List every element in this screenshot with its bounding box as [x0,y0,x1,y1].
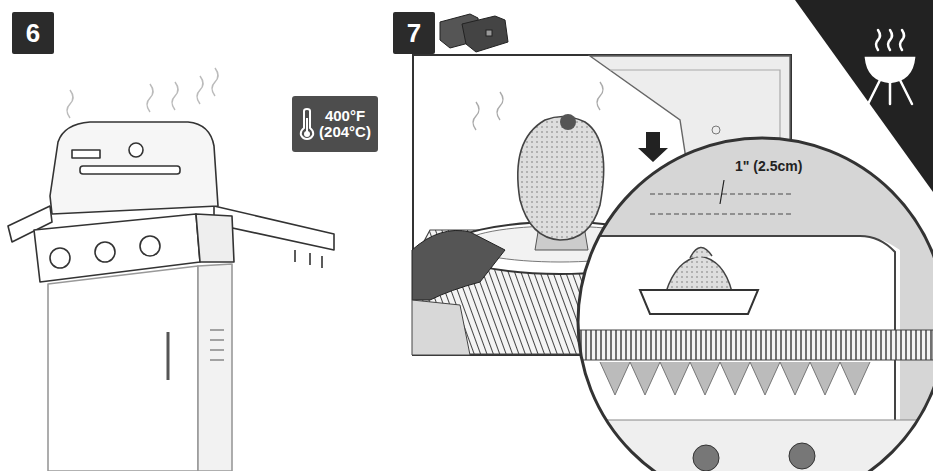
lid-thermometer [712,126,720,134]
heat-wave [473,102,479,130]
lid-thermometer [129,143,143,157]
dimension-label: 1" (2.5cm) [735,158,802,174]
cart-side [198,264,232,471]
burner-knob [50,248,70,268]
leader-line [720,180,724,204]
sleeve [412,300,470,355]
dimension-line [650,213,792,215]
heat-wave [497,92,503,120]
heat-waves [473,82,603,130]
temperature-text: 400°F (204°C) [316,108,374,141]
step-number: 7 [393,12,435,54]
burner-flames [600,362,870,395]
cart-cabinet [48,266,198,471]
corner-triangle [795,0,933,192]
tool-hooks [295,250,322,268]
kettle-legs [868,80,912,104]
grill-lid [50,122,218,214]
roasting-pan [640,290,758,314]
logo-plate [72,150,100,158]
burner-knob [140,236,160,256]
door-handle [167,332,170,380]
dimension-line [650,213,792,214]
heat-wave [67,90,73,118]
whole-chicken [666,256,732,292]
heat-wave [212,68,218,96]
heat-wave [197,76,203,104]
burner-knob [95,242,115,262]
grill-icon [866,30,914,104]
zoom-circle [578,138,933,471]
step-text: 6 [26,18,40,49]
control-panel [560,420,933,471]
heat-wave [597,82,603,110]
lid-handle [80,166,180,174]
step-text: 7 [407,18,421,49]
gas-grill [8,122,334,471]
panel-side [196,214,234,262]
temperature-badge: 400°F (204°C) [292,96,378,152]
lid-close-arrow [638,132,668,162]
thermometer-stem [306,118,308,132]
whole-chicken [518,116,604,240]
chicken-top [690,247,712,258]
heat-wave [147,84,153,112]
gloves-icon [440,14,508,52]
glove-tag [486,30,492,36]
vent-slots [210,330,224,360]
zoom-detail [560,130,933,471]
clearance-lines-dark [650,180,792,214]
heat-wave [172,82,178,110]
step-number: 6 [12,12,54,54]
heat-waves [67,68,218,118]
kettle-bowl [866,58,914,82]
thermometer-icon [299,108,315,140]
burner-knob [693,445,719,471]
chicken-neck [560,114,576,130]
thermometer-outline [301,109,313,139]
glove [462,16,508,52]
burner-knob [789,443,815,469]
heat-waves [876,30,904,50]
gloved-hand [412,230,505,300]
cooking-grate [560,330,933,360]
